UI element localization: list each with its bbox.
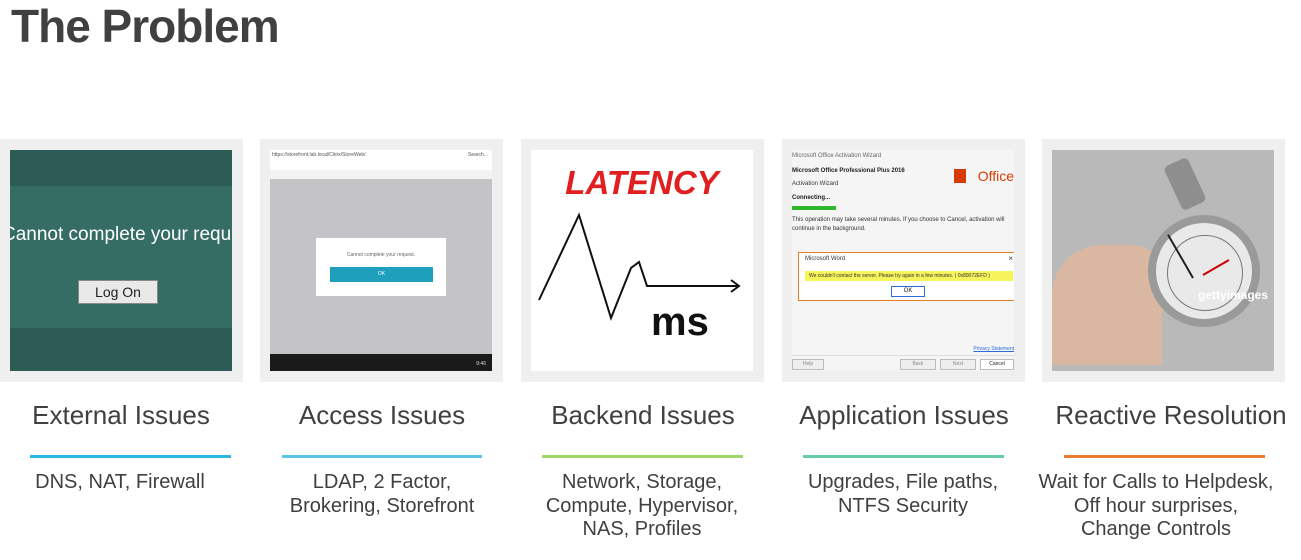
heading-external-issues: External Issues — [32, 400, 210, 430]
getty-watermark: gettyimages — [1198, 288, 1269, 302]
wizard-label: Activation Wizard — [792, 181, 839, 187]
word-error-dialog: Microsoft Word × We couldn't contact the… — [798, 252, 1014, 301]
progress-bar — [792, 206, 836, 210]
url-text: https://storefront.lab.local/Citrix/Stor… — [272, 152, 366, 158]
rule-external-issues — [30, 455, 231, 458]
error-text: Cannot complete your request — [10, 224, 232, 245]
privacy-link: Privacy Statement — [973, 346, 1014, 352]
hand-shape — [1052, 245, 1162, 365]
image-band — [10, 186, 232, 328]
word-dialog-ok-button: OK — [891, 286, 925, 297]
error-dialog: Cannot complete your request. OK — [316, 238, 446, 296]
heading-application-issues: Application Issues — [799, 400, 1009, 430]
latency-line — [538, 212, 741, 321]
help-button: Help — [792, 359, 824, 370]
browser-search: Search... — [467, 152, 488, 158]
stopwatch-photo: gettyimages — [1052, 150, 1274, 371]
heading-reactive-resolution: Reactive Resolution — [1055, 400, 1287, 430]
stopwatch-crown — [1163, 156, 1207, 212]
dialog-message: Cannot complete your request. — [346, 252, 416, 258]
connecting-text: Connecting... — [792, 195, 830, 201]
desc-application-issues: Upgrades, File paths, NTFS Security — [807, 471, 999, 517]
desc-access-issues: LDAP, 2 Factor, Brokering, Storefront — [289, 471, 475, 517]
wizard-button-bar: Help Back Next Cancel — [792, 355, 1014, 371]
word-dialog-message: We couldn't contact the server. Please t… — [805, 271, 1013, 281]
rule-application-issues — [803, 455, 1004, 458]
rule-reactive-resolution — [1064, 455, 1265, 458]
card-backend-issues: LATENCY ms — [521, 139, 764, 382]
stopwatch-inner-ring — [1167, 235, 1243, 311]
desc-backend-issues: Network, Storage, Compute, Hypervisor, N… — [545, 471, 739, 540]
browser-address-bar: https://storefront.lab.local/Citrix/Stor… — [270, 150, 492, 171]
card-external-issues: Cannot complete your request Log On — [0, 139, 243, 382]
close-icon: × — [1008, 254, 1013, 263]
back-button: Back — [900, 359, 936, 370]
office-logo-text: Office — [977, 168, 1014, 184]
application-issues-screenshot: Microsoft Office Activation Wizard Micro… — [792, 150, 1014, 371]
access-issues-screenshot: https://storefront.lab.local/Citrix/Stor… — [270, 150, 492, 371]
card-reactive-resolution: gettyimages — [1042, 139, 1285, 382]
heading-backend-issues: Backend Issues — [551, 400, 735, 430]
browser-tab-bar — [270, 170, 492, 179]
dialog-ok-button: OK — [330, 267, 433, 282]
ms-label: ms — [651, 300, 709, 344]
next-button: Next — [940, 359, 976, 370]
product-name: Microsoft Office Professional Plus 2016 — [792, 168, 905, 174]
latency-graphic: LATENCY ms — [531, 150, 753, 371]
rule-backend-issues — [542, 455, 743, 458]
taskbar-clock: 9:46 — [476, 361, 486, 367]
taskbar: 9:46 — [270, 354, 492, 371]
office-logo-icon — [954, 169, 966, 183]
word-dialog-title: Microsoft Word — [805, 256, 846, 262]
cancel-button: Cancel — [980, 359, 1014, 370]
page-title: The Problem — [11, 0, 280, 52]
external-issues-screenshot: Cannot complete your request Log On — [10, 150, 232, 371]
desc-external-issues: DNS, NAT, Firewall — [35, 471, 205, 493]
rule-access-issues — [282, 455, 482, 458]
wizard-note: This operation may take several minutes.… — [792, 217, 1005, 232]
log-on-button: Log On — [78, 280, 158, 304]
card-application-issues: Microsoft Office Activation Wizard Micro… — [782, 139, 1025, 382]
wizard-window-title: Microsoft Office Activation Wizard — [792, 153, 882, 159]
desc-reactive-resolution: Wait for Calls to Helpdesk, Off hour sur… — [1038, 471, 1274, 540]
card-access-issues: https://storefront.lab.local/Citrix/Stor… — [260, 139, 503, 382]
heading-access-issues: Access Issues — [298, 400, 466, 430]
latency-label: LATENCY — [565, 164, 719, 201]
